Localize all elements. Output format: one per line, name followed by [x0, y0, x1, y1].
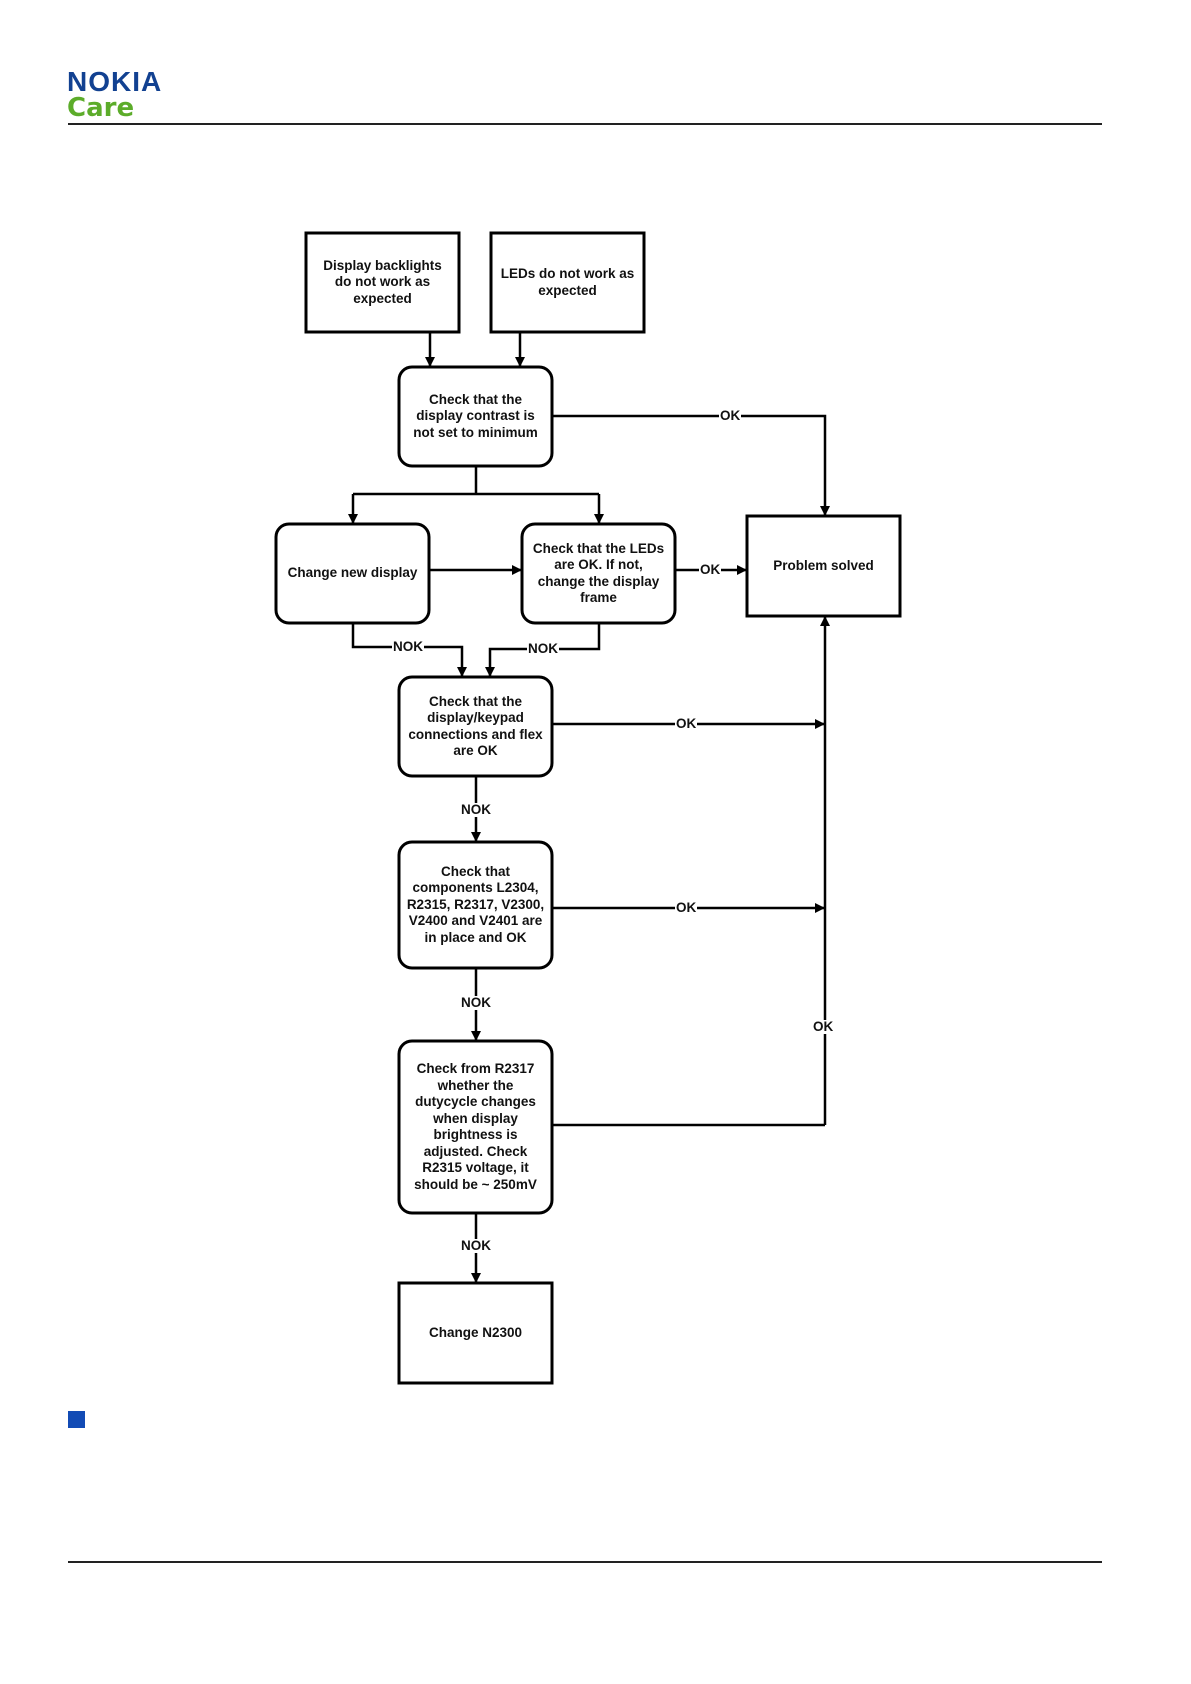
logo-nokia-text: NOKIA: [67, 66, 163, 97]
node-components: Check that components L2304, R2315, R231…: [406, 863, 545, 945]
node-dutycycle: Check from R2317 whether the dutycycle c…: [414, 1061, 537, 1192]
node-problem-solved-rect: [745, 514, 902, 618]
label-dutycycle-ok: OK: [812, 1019, 835, 1034]
edge-contrast-ok: [552, 414, 830, 516]
logo-care-text: Care: [67, 93, 135, 123]
label-components-ok: OK: [675, 900, 698, 915]
node-backlights-rect: [304, 231, 461, 334]
label-change-display-nok: NOK: [392, 639, 424, 654]
label-check-leds-nok: NOK: [527, 641, 559, 656]
label-connections-nok: NOK: [460, 802, 492, 817]
label-contrast-ok: OK: [719, 408, 742, 423]
label-components-nok: NOK: [460, 995, 492, 1010]
label-dutycycle-nok: NOK: [460, 1238, 492, 1253]
node-change-n2300-rect: [397, 1281, 554, 1385]
section-bullet: [68, 1411, 85, 1428]
node-problem-solved: Problem solved: [773, 557, 874, 573]
node-connections: Check that the display/keypad connection…: [408, 693, 543, 759]
footer-divider: [68, 1561, 1102, 1563]
header-divider: [68, 123, 1102, 125]
node-change-n2300: Change N2300: [428, 1324, 523, 1340]
node-backlights: Display backlights do not work as expect…: [323, 257, 442, 306]
node-leds: LEDs do not work as expected: [500, 266, 635, 298]
edge-contrast-split: [353, 466, 599, 496]
node-leds-rect: [489, 231, 646, 334]
node-change-display: Change new display: [287, 565, 418, 581]
node-check-leds: Check that the LEDs are OK. If not, chan…: [532, 540, 665, 606]
node-contrast: Check that the display contrast is not s…: [413, 391, 538, 440]
label-connections-ok: OK: [675, 716, 698, 731]
label-check-leds-ok: OK: [699, 562, 722, 577]
